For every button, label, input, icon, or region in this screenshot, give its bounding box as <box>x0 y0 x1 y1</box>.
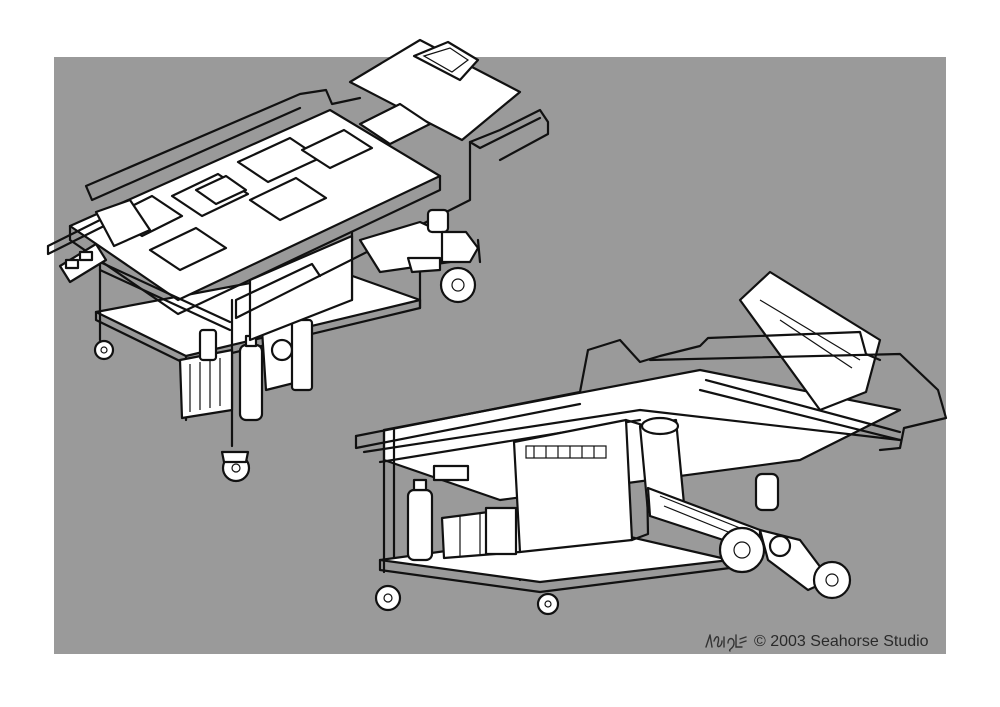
stretcher-1-control-panel <box>58 198 152 284</box>
stretcher-1-lift-mechanism <box>358 208 482 304</box>
stretcher-2-headrest <box>738 270 882 412</box>
stretcher-2-legs <box>382 428 630 582</box>
artist-signature <box>705 634 747 652</box>
credit-line: © 2003 Seahorse Studio <box>704 630 929 654</box>
stretcher-top-view <box>46 38 550 483</box>
stretcher-underside-view <box>354 270 948 616</box>
stretcher-1-casters <box>93 339 251 483</box>
stretcher-2-casters <box>374 584 560 616</box>
stretcher-2-lift-arm <box>646 472 852 600</box>
stretcher-2-equipment <box>406 464 556 562</box>
stretcher-2-motor-box <box>512 416 686 554</box>
stretcher-1-cabinet <box>248 234 354 342</box>
copyright-text: © 2003 Seahorse Studio <box>754 633 929 650</box>
stretcher-1-equipment <box>178 318 314 422</box>
stretcher-2-side-rails <box>354 330 948 464</box>
stretcher-1-side-rails <box>46 88 550 332</box>
